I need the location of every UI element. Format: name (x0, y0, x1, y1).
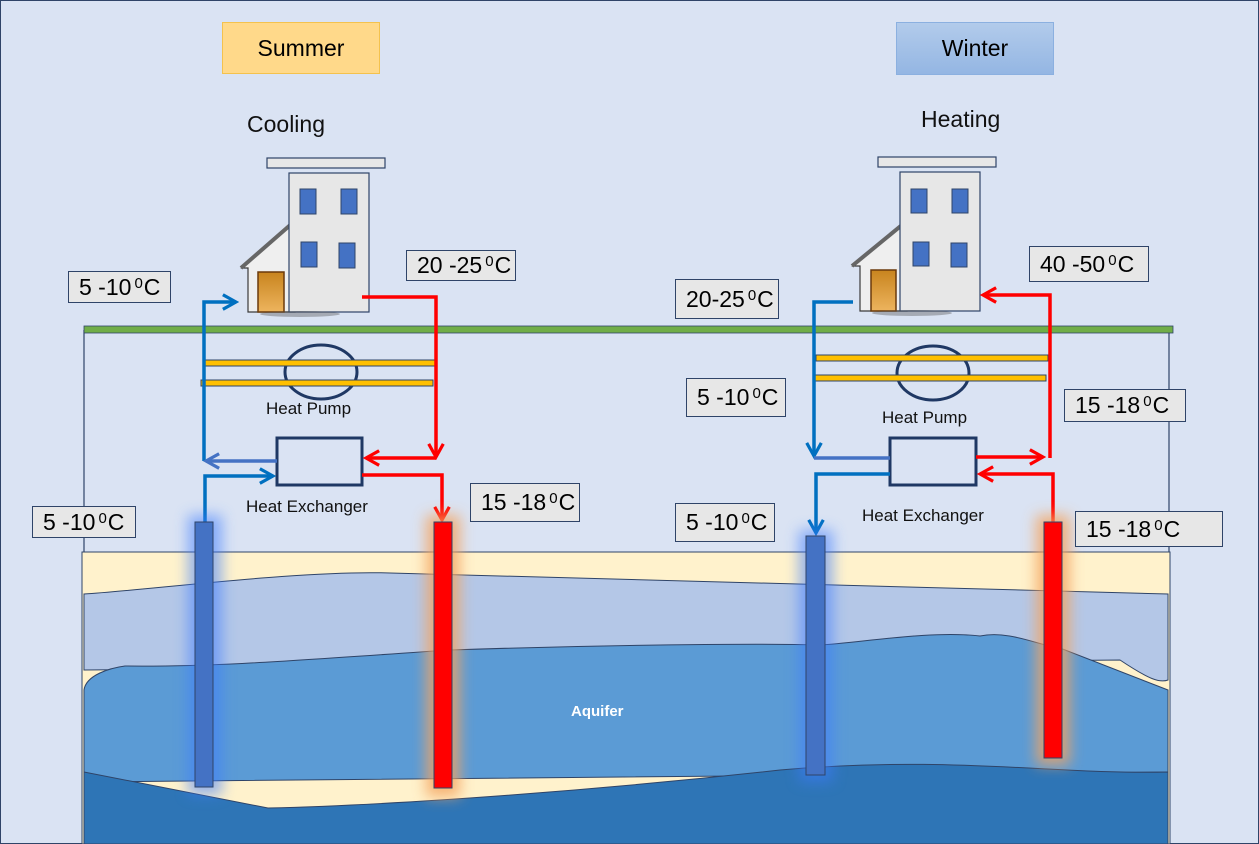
temp-value: 5 -10 (43, 508, 96, 535)
cold-supply-pipe-summer (202, 302, 236, 461)
temp-unit: C (558, 489, 576, 515)
heat-exchanger-winter (888, 436, 978, 487)
degree-sup: 0 (752, 385, 761, 402)
temp-unit: C (143, 273, 161, 300)
building-icon-summer (239, 157, 386, 317)
temp-value: 15 -18 (1075, 392, 1141, 418)
bedrock-layer (83, 763, 1169, 844)
temp-value: 20-25 (686, 285, 745, 312)
subsurface-layers (81, 551, 1171, 844)
hx-to-warm-well-summer (362, 473, 442, 520)
temp-value: 15 -18 (1086, 515, 1152, 542)
degree-sup: 0 (485, 253, 494, 270)
temp-value: 5 -10 (686, 509, 739, 535)
degree-sup: 0 (549, 490, 558, 507)
heat-pump-caption-summer: Heat Pump (266, 399, 352, 418)
heat-pump-summer (200, 343, 436, 401)
warm-well-to-hx-winter (980, 474, 1055, 523)
cold-well-winter (799, 530, 833, 782)
hx-to-cold-well-winter (816, 472, 890, 533)
degree-sup: 0 (134, 274, 143, 292)
temp-value: 20 -25 (417, 252, 483, 278)
heat-exchanger-caption-summer: Heat Exchanger (246, 497, 368, 516)
degree-sup: 0 (1108, 251, 1117, 269)
season-label-summer: Summer (222, 22, 380, 74)
degree-sup: 0 (98, 509, 107, 527)
aquifer-layer (83, 633, 1169, 783)
aquifer-label: Aquifer (571, 703, 624, 720)
heat-exchanger-summer (275, 436, 364, 487)
temp-unit: C (1117, 250, 1135, 277)
summer-system (188, 157, 460, 797)
temp-unit: C (1152, 392, 1170, 418)
hot-supply-pipe-winter (983, 295, 1052, 458)
cold-well-summer (188, 515, 222, 795)
temp-unit: C (494, 252, 512, 278)
temp-unit: C (757, 285, 774, 312)
temp-value: 5 -10 (697, 384, 750, 410)
warm-well-winter (1036, 515, 1070, 765)
degree-sup: 0 (747, 286, 757, 304)
degree-sup: 0 (1154, 516, 1163, 534)
heat-pump-caption-winter: Heat Pump (882, 408, 968, 427)
building-icon-winter (850, 156, 997, 316)
temp-unit: C (1163, 515, 1181, 542)
temp-value: 40 -50 (1040, 250, 1106, 277)
mode-label-heating: Heating (921, 106, 1001, 132)
heat-exchanger-caption-winter: Heat Exchanger (862, 506, 984, 525)
temp-unit: C (750, 509, 768, 535)
mode-label-cooling: Cooling (247, 111, 325, 137)
ground-surface (83, 325, 1174, 334)
heat-pump-winter (814, 344, 1049, 402)
degree-sup: 0 (1143, 393, 1152, 410)
temp-unit: C (107, 508, 125, 535)
season-label-winter: Winter (896, 22, 1054, 75)
winter-system (799, 156, 1070, 782)
temp-value: 15 -18 (481, 489, 547, 515)
warm-well-summer (426, 515, 460, 797)
cold-return-pipe-winter (814, 300, 853, 456)
temp-unit: C (761, 384, 779, 410)
degree-sup: 0 (741, 510, 750, 527)
temp-value: 5 -10 (79, 273, 132, 300)
hot-return-pipe-summer (362, 295, 436, 457)
